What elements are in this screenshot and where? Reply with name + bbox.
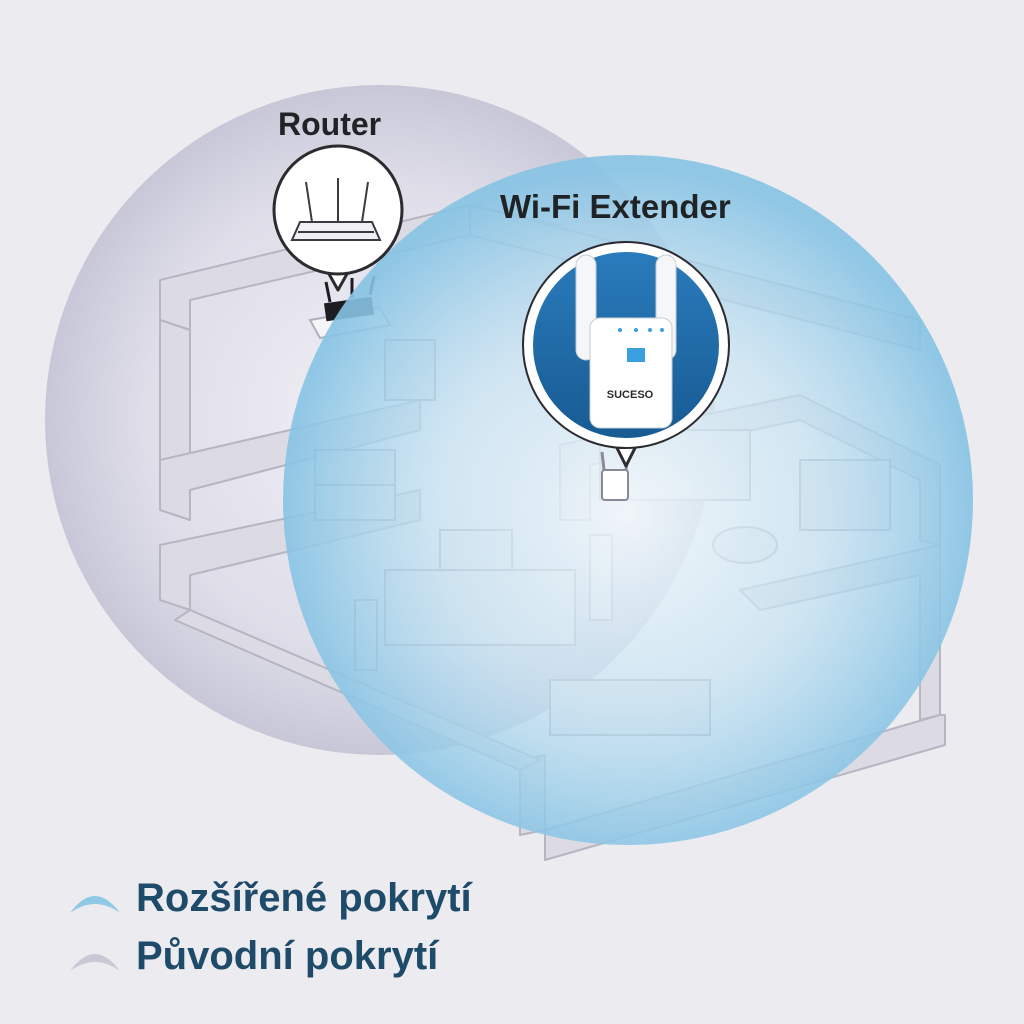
router-label: Router [278,106,382,142]
legend-label-original: Původní pokrytí [136,934,439,978]
legend-item-original: Původní pokrytí [66,934,438,979]
extender-small-icon [600,451,630,501]
extender-label: Wi-Fi Extender [500,188,731,225]
extender-brand: SUCESO [607,389,654,401]
router-icon [290,178,382,241]
extender-icon: SUCESO [575,254,677,429]
wifi-coverage-icon [70,895,120,913]
legend-item-extended: Rozšířené pokrytí [66,876,472,921]
extender-callout: SUCESO [522,241,730,468]
wifi-coverage-icon [70,953,120,971]
router-callout [272,144,404,292]
legend-label-extended: Rozšířené pokrytí [136,876,472,920]
